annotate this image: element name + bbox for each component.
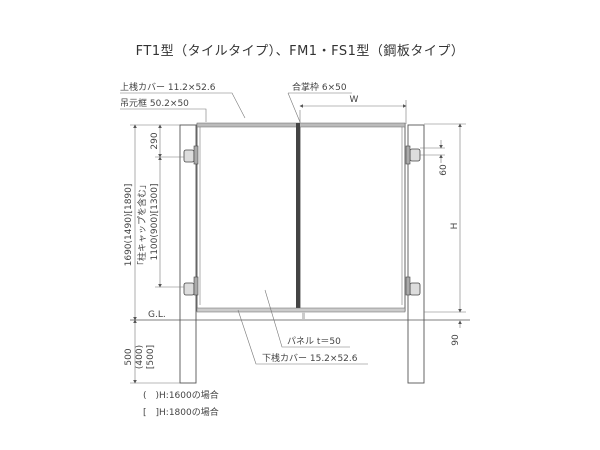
label-panel: パネル t＝50 bbox=[287, 336, 341, 347]
gl-label: G.L. bbox=[148, 310, 166, 320]
meeting-frame bbox=[296, 123, 300, 309]
drop-rod bbox=[302, 312, 305, 319]
leader-hanging-frame bbox=[120, 108, 207, 122]
embed-paren-label: (400) bbox=[135, 345, 145, 369]
hinge-icon bbox=[183, 276, 199, 296]
legend-h1800: [ ]H:1800の場合 bbox=[143, 406, 219, 418]
leader-panel bbox=[264, 289, 350, 348]
w-label: W bbox=[350, 95, 359, 105]
post-cap-note: 「柱キャップを含む」 bbox=[136, 180, 148, 270]
d290-label: 290 bbox=[150, 132, 160, 149]
d90-label: 90 bbox=[451, 334, 461, 346]
label-bottom-rail-cover: 下桟カバー 15.2×52.6 bbox=[262, 352, 358, 364]
h-label: H bbox=[450, 223, 460, 230]
legend-h1600: ( )H:1600の場合 bbox=[143, 389, 219, 401]
embed-label: 500 bbox=[124, 348, 134, 365]
d60-label: 60 bbox=[439, 164, 449, 176]
leader-top-rail bbox=[120, 92, 246, 119]
hinge-icon bbox=[405, 276, 421, 296]
hinge-icon bbox=[405, 145, 421, 165]
label-meeting-frame: 合掌枠 6×50 bbox=[292, 81, 347, 93]
label-top-rail-cover: 上桟カバー 11.2×52.6 bbox=[120, 81, 216, 93]
top-rail-cover bbox=[196, 122, 406, 128]
leader-bottom-rail bbox=[237, 309, 368, 365]
right-gate-panel bbox=[299, 123, 406, 312]
drawing-title: FT1型（タイルタイプ）、FM1・FS1型（鋼板タイプ） bbox=[136, 44, 465, 59]
hinge-pitch-label: 1100(900)[1300] bbox=[150, 183, 160, 260]
hinge-icon bbox=[183, 145, 199, 165]
right-post bbox=[407, 124, 425, 384]
left-post bbox=[179, 124, 197, 384]
left-gate-panel bbox=[196, 123, 298, 312]
total-height-label: 1690(1490)[1890] bbox=[124, 184, 134, 267]
label-hanging-frame: 吊元框 50.2×50 bbox=[120, 97, 189, 109]
embed-bracket-label: [500] bbox=[146, 345, 156, 369]
leader-meeting-frame bbox=[287, 92, 301, 123]
bottom-rail-cover bbox=[196, 307, 406, 313]
